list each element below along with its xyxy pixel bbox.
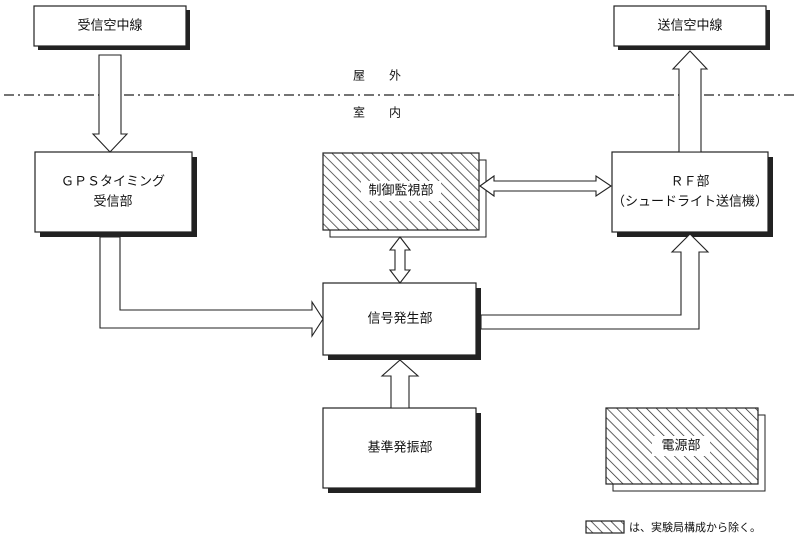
rx-antenna-label: 受信空中線 bbox=[77, 18, 142, 34]
control-monitor-block: 制御監視部 bbox=[322, 152, 487, 238]
signal-generator-label: 信号発生部 bbox=[367, 312, 432, 327]
arrow-rf-to-tx-antenna bbox=[671, 50, 709, 153]
power-supply-block: 電源部 bbox=[605, 407, 766, 492]
arrow-gps-to-signal bbox=[99, 236, 324, 338]
rf-unit-label-line2: （シュードライト送信機） bbox=[612, 195, 768, 210]
arrow-oscillator-to-signal bbox=[380, 359, 420, 409]
rf-unit-block: ＲＦ部 （シュードライト送信機） bbox=[611, 151, 773, 237]
tx-antenna-block: 送信空中線 bbox=[613, 5, 770, 50]
gps-receiver-label-line2: 受信部 bbox=[93, 195, 132, 210]
tx-antenna-label: 送信空中線 bbox=[657, 18, 722, 34]
gps-receiver-label-line1: ＧＰＳタイミング bbox=[61, 175, 165, 190]
legend: は、実験局構成から除く。 bbox=[585, 520, 761, 534]
arrow-control-signal-bidirectional bbox=[388, 236, 412, 284]
indoor-label: 室 内 bbox=[353, 105, 407, 120]
gps-receiver-block: ＧＰＳタイミング 受信部 bbox=[34, 151, 197, 237]
control-monitor-label: 制御監視部 bbox=[368, 183, 433, 199]
rf-unit-label-line1: ＲＦ部 bbox=[670, 175, 709, 190]
rx-antenna-block: 受信空中線 bbox=[33, 5, 190, 50]
arrow-control-rf-bidirectional bbox=[479, 174, 612, 198]
outdoor-label: 屋 外 bbox=[353, 69, 407, 83]
legend-hatch-swatch bbox=[585, 520, 625, 534]
arrow-signal-to-rf bbox=[480, 233, 710, 330]
reference-oscillator-label: 基準発振部 bbox=[367, 440, 432, 456]
signal-generator-block: 信号発生部 bbox=[322, 282, 481, 360]
power-supply-label: 電源部 bbox=[661, 439, 700, 454]
arrow-rx-antenna-to-gps bbox=[91, 54, 129, 153]
legend-text: は、実験局構成から除く。 bbox=[629, 520, 761, 534]
reference-oscillator-block: 基準発振部 bbox=[322, 407, 481, 493]
